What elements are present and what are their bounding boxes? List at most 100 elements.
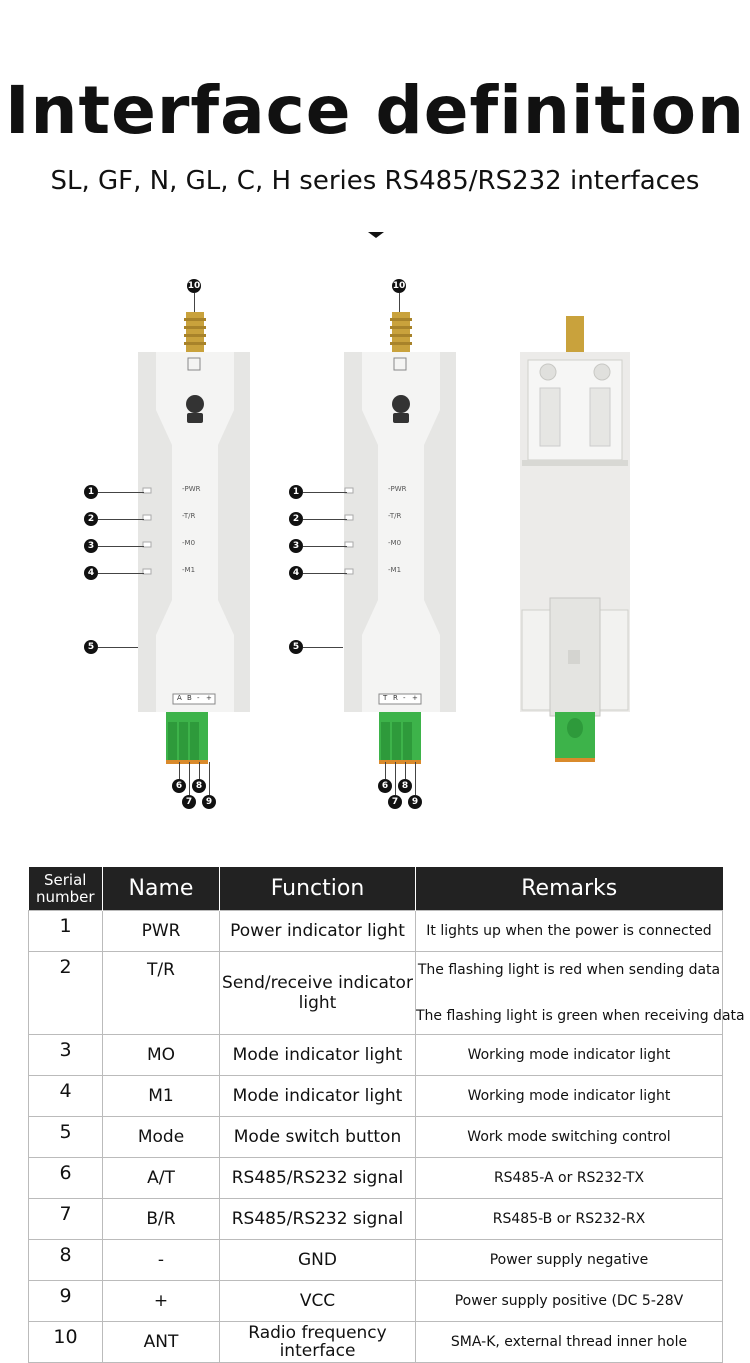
cell-name: PWR: [102, 910, 220, 952]
cell-name: B/R: [102, 1198, 220, 1240]
cell-number: 8: [28, 1239, 103, 1281]
cell-number: 6: [28, 1157, 103, 1199]
cell-remarks: RS485-A or RS232-TX: [415, 1157, 723, 1199]
leader-6-right: [385, 762, 386, 779]
led-label-m1: -M1: [182, 566, 196, 574]
cell-number: 4: [28, 1075, 103, 1117]
cell-name: T/R: [102, 951, 220, 1035]
cell-remarks: Working mode indicator light: [415, 1075, 723, 1117]
cell-remarks-line: The flashing light is green when receivi…: [416, 1008, 745, 1024]
device-front-tr-drawing: [344, 312, 456, 764]
cell-function: Mode switch button: [219, 1116, 416, 1158]
leader-5-right: [303, 647, 343, 648]
device-front-ab: -PWR -T/R -M0 -M1 A B - +: [60, 270, 270, 820]
marker-3-right: 3: [289, 539, 303, 553]
led-label-tr: -T/R: [388, 512, 402, 520]
cell-number: 3: [28, 1034, 103, 1076]
cell-remarks: Power supply positive (DC 5-28V: [415, 1280, 723, 1322]
cell-function: GND: [219, 1239, 416, 1281]
marker-1-right: 1: [289, 485, 303, 499]
table-row: 5 Mode Mode switch button Work mode swit…: [28, 1116, 723, 1158]
cell-remarks: Working mode indicator light: [415, 1034, 723, 1076]
led-label-m0: -M0: [388, 539, 402, 547]
cell-function: RS485/RS232 signal: [219, 1157, 416, 1199]
leader-1-right: [303, 492, 347, 493]
terminal-label-minus: -: [197, 694, 200, 702]
marker-2-left: 2: [84, 512, 98, 526]
header-remarks: Remarks: [415, 867, 723, 911]
cell-remarks: Work mode switching control: [415, 1116, 723, 1158]
terminal-label-b: B: [187, 694, 192, 702]
terminal-label-t: T: [383, 694, 388, 702]
device-back: [510, 310, 640, 780]
cell-name: Mode: [102, 1116, 220, 1158]
marker-3-left: 3: [84, 539, 98, 553]
leader-1-left: [98, 492, 144, 493]
header-name: Name: [102, 867, 220, 911]
cell-remarks: The flashing light is red when sending d…: [415, 951, 745, 1035]
device-back-drawing: [520, 316, 630, 762]
cell-remarks: It lights up when the power is connected: [415, 910, 723, 952]
marker-8-right: 8: [398, 779, 412, 793]
marker-8-left: 8: [192, 779, 206, 793]
marker-5-right: 5: [289, 640, 303, 654]
leader-10-right: [399, 293, 400, 312]
table-row: 7 B/R RS485/RS232 signal RS485-B or RS23…: [28, 1198, 723, 1240]
leader-3-left: [98, 546, 144, 547]
marker-5-left: 5: [84, 640, 98, 654]
leader-7-right: [395, 762, 396, 795]
cell-function: Radio frequency interface: [219, 1321, 416, 1363]
table-row: 8 - GND Power supply negative: [28, 1239, 723, 1281]
leader-4-right: [303, 573, 347, 574]
cell-name: -: [102, 1239, 220, 1281]
marker-10-left: 10: [187, 279, 201, 293]
device-front-tr: -PWR -T/R -M0 -M1 T R - +: [266, 270, 476, 820]
cell-name: +: [102, 1280, 220, 1322]
marker-10-right: 10: [392, 279, 406, 293]
marker-4-left: 4: [84, 566, 98, 580]
leader-7-left: [189, 762, 190, 795]
marker-6-left: 6: [172, 779, 186, 793]
marker-9-right: 9: [408, 795, 422, 809]
down-arrow-icon: [368, 232, 384, 238]
terminal-label-minus: -: [403, 694, 406, 702]
leader-2-left: [98, 519, 144, 520]
terminal-label-a: A: [177, 694, 182, 702]
table-header-row: Serial number Name Function Remarks: [28, 867, 723, 911]
header-function: Function: [219, 867, 416, 911]
leader-5-left: [98, 647, 138, 648]
table-row: 2 T/R Send/receive indicator light The f…: [28, 951, 745, 1035]
cell-number: 10: [28, 1321, 103, 1363]
leader-8-left: [199, 762, 200, 779]
cell-number: 7: [28, 1198, 103, 1240]
cell-remarks: SMA-K, external thread inner hole: [415, 1321, 723, 1363]
cell-name: MO: [102, 1034, 220, 1076]
interface-table: Serial number Name Function Remarks 1 PW…: [28, 867, 745, 1363]
marker-7-left: 7: [182, 795, 196, 809]
terminal-label-plus: +: [206, 694, 212, 702]
table-row: 4 M1 Mode indicator light Working mode i…: [28, 1075, 723, 1117]
terminal-label-plus: +: [412, 694, 418, 702]
marker-9-left: 9: [202, 795, 216, 809]
led-label-pwr: -PWR: [388, 485, 407, 493]
page-title: Interface definition: [5, 72, 745, 149]
led-label-pwr: -PWR: [182, 485, 201, 493]
leader-8-right: [405, 762, 406, 779]
cell-function: RS485/RS232 signal: [219, 1198, 416, 1240]
leader-3-right: [303, 546, 347, 547]
page-subtitle: SL, GF, N, GL, C, H series RS485/RS232 i…: [50, 166, 700, 196]
leader-10-left: [194, 293, 195, 312]
leader-2-right: [303, 519, 347, 520]
marker-7-right: 7: [388, 795, 402, 809]
marker-4-right: 4: [289, 566, 303, 580]
terminal-label-r: R: [393, 694, 398, 702]
leader-9-right: [415, 762, 416, 795]
cell-function: VCC: [219, 1280, 416, 1322]
led-label-m1: -M1: [388, 566, 402, 574]
header-serial-number: Serial number: [28, 867, 103, 911]
device-front-ab-drawing: [138, 312, 250, 764]
table-row: 1 PWR Power indicator light It lights up…: [28, 910, 723, 952]
led-label-tr: -T/R: [182, 512, 196, 520]
cell-name: ANT: [102, 1321, 220, 1363]
cell-remarks-line: The flashing light is red when sending d…: [417, 962, 721, 978]
